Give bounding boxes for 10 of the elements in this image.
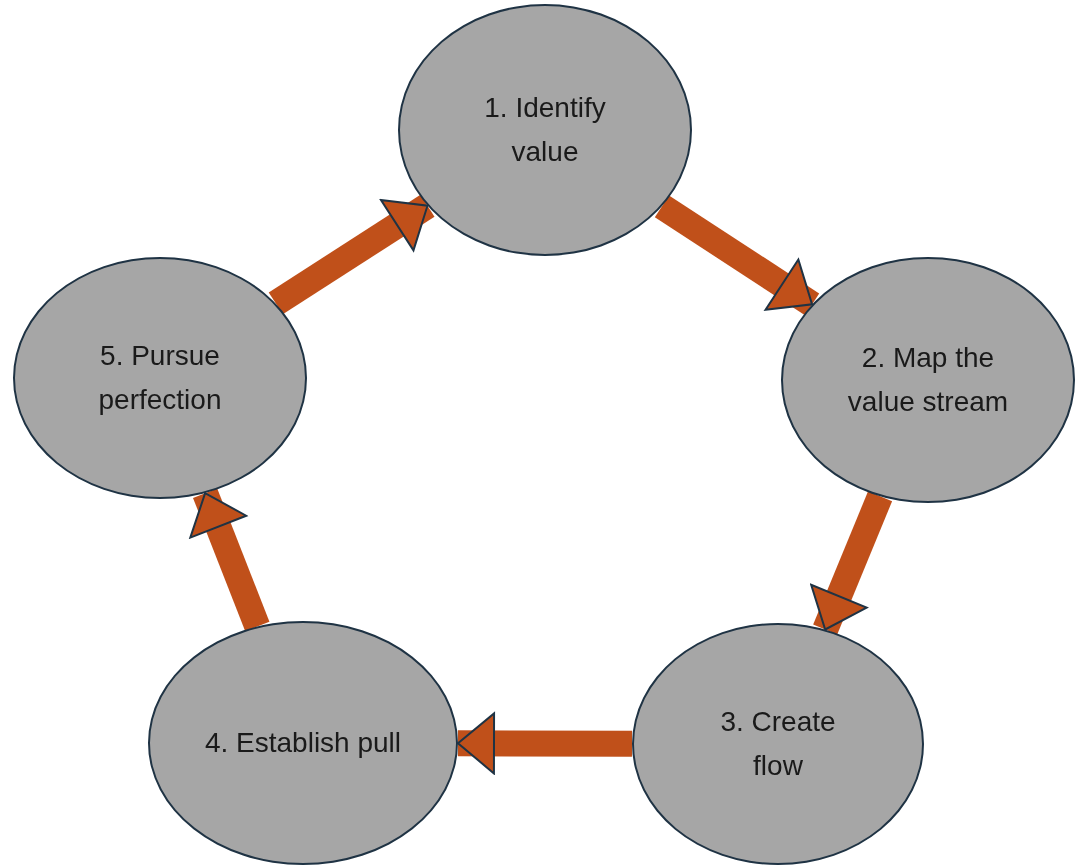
step-label: 4. Establish pull	[203, 726, 403, 760]
step-label: 3. Create flow	[719, 705, 837, 783]
block-arrow	[654, 195, 820, 316]
step-label: 2. Map the value stream	[846, 341, 1010, 419]
block-arrow	[189, 488, 270, 632]
block-arrow	[810, 491, 893, 635]
step-label: 5. Pursue perfection	[97, 339, 223, 417]
step-label: 1. Identify value	[483, 91, 607, 169]
block-arrow	[457, 712, 632, 775]
block-arrow	[268, 194, 435, 315]
